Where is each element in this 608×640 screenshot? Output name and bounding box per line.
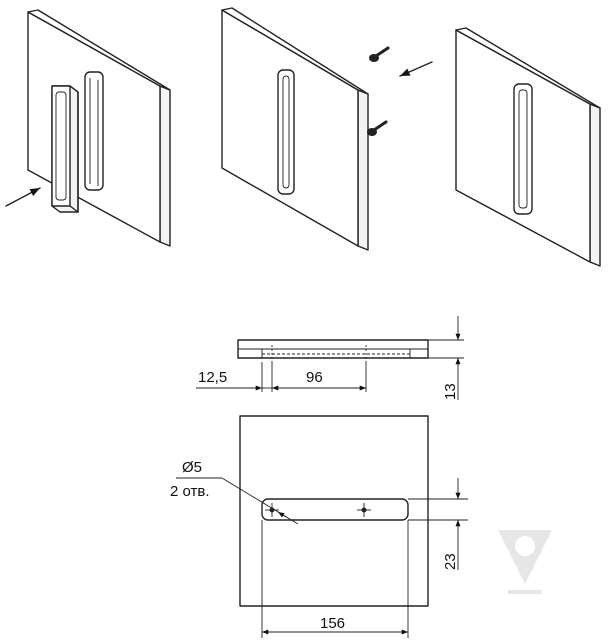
screw-arrow bbox=[399, 61, 433, 77]
side-view-drawing bbox=[196, 316, 464, 400]
step-1-illustration bbox=[5, 9, 171, 247]
thickness-label: 13 bbox=[442, 383, 459, 400]
handle-part bbox=[51, 85, 79, 213]
screw-icon bbox=[369, 46, 390, 62]
hole-count-label: 2 отв. bbox=[170, 483, 210, 500]
hole-spacing-label: 96 bbox=[306, 369, 323, 386]
front-view-drawing bbox=[176, 415, 468, 638]
step-2-illustration bbox=[221, 7, 433, 251]
mounting-hole-icon bbox=[265, 503, 279, 517]
height-from-bottom-label: 23 bbox=[442, 553, 459, 570]
watermark-logo-bottom bbox=[498, 530, 552, 594]
insert-arrow bbox=[5, 187, 41, 207]
mounting-hole-icon bbox=[357, 503, 371, 517]
screw-icon bbox=[367, 120, 388, 136]
hole-diameter-label: Ø5 bbox=[182, 459, 202, 476]
step-3-illustration bbox=[455, 27, 601, 267]
offset-dimension-label: 12,5 bbox=[198, 369, 227, 386]
width-dimension-label: 156 bbox=[320, 615, 345, 632]
